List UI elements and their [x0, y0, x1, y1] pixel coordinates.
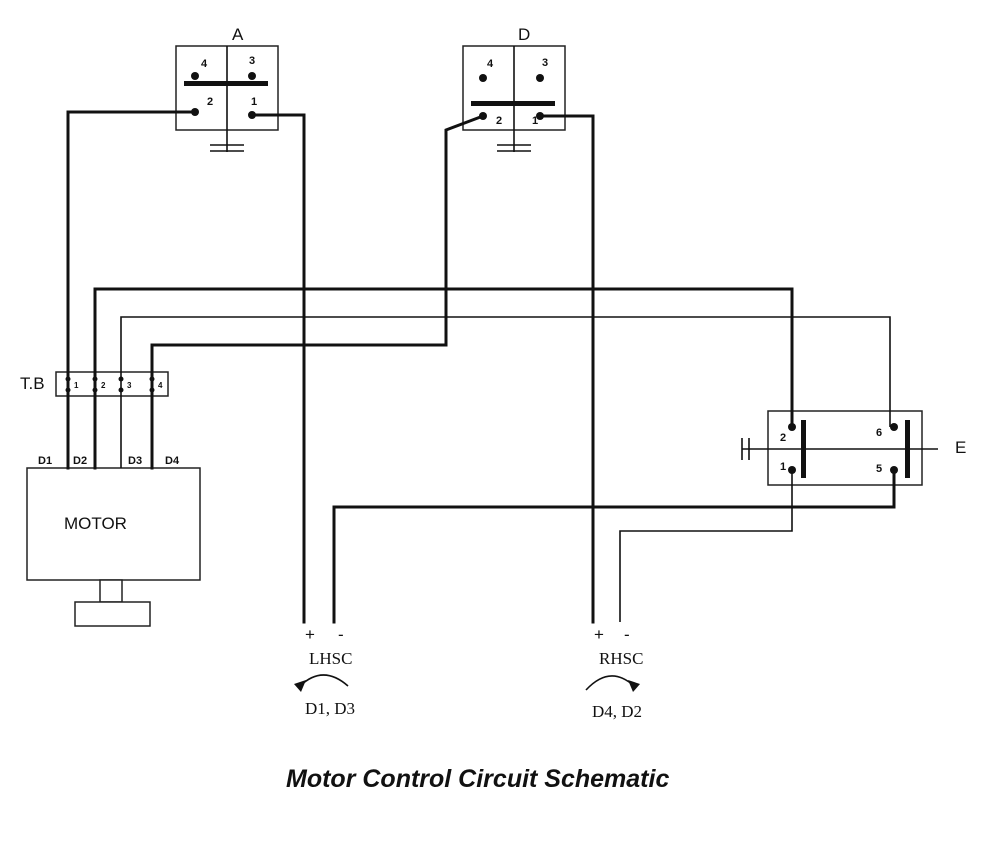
tb-terminal-3-label: 3: [127, 381, 132, 390]
switch-d-terminal-3: [536, 74, 544, 82]
switch-d-terminal-3-label: 3: [542, 57, 548, 69]
wire-e5-lhsc-minus: [332, 468, 896, 624]
wire-a1-lhsc-plus: [250, 113, 306, 624]
motor-body: [26, 467, 201, 581]
rhsc: + - RHSC D4, D2: [585, 625, 643, 721]
motor-lead-d4-label: D4: [165, 455, 180, 467]
switch-e: E 2 1 6 5: [741, 410, 966, 486]
switch-d-terminal-4: [479, 74, 487, 82]
motor-shaft: [99, 579, 123, 603]
lhsc-label: LHSC: [309, 649, 352, 668]
rhsc-label: RHSC: [599, 649, 643, 668]
rhsc-rotation-arrow-icon: [628, 680, 640, 692]
switch-e-contact-bar-right: [905, 420, 910, 478]
switch-e-terminal-2-label: 2: [780, 432, 786, 444]
motor-label: MOTOR: [64, 514, 127, 533]
tb-terminal-1-label: 1: [74, 381, 79, 390]
motor-lead-d1-label: D1: [38, 455, 52, 467]
motor-lead-d3-label: D3: [128, 455, 142, 467]
switch-a-terminal-1-label: 1: [251, 96, 257, 108]
terminal-block-body: [55, 371, 169, 397]
wire-a2-tb1-d1: [66, 110, 197, 470]
switch-a-terminal-4: [191, 72, 199, 80]
rhsc-plus-sign: +: [594, 625, 604, 644]
lhsc-rotation-arc: [299, 674, 349, 687]
lhsc-rotation-arrow-icon: [294, 680, 306, 692]
diagram-title: Motor Control Circuit Schematic: [286, 765, 669, 793]
rhsc-minus-sign: -: [624, 625, 630, 644]
switch-d-terminal-1-label: 1: [532, 115, 538, 127]
wire-tb2-e2: [93, 287, 794, 470]
lhsc-minus-sign: -: [338, 625, 344, 644]
terminal-block: T.B 1 2 3 4: [20, 371, 169, 397]
wire-e1-rhsc-minus: [619, 470, 793, 622]
switch-d-contact-bar: [471, 101, 555, 106]
switch-d-terminal-2-label: 2: [496, 115, 502, 127]
wire-tb4-d2: [150, 114, 485, 470]
motor: MOTOR D1 D2 D3 D4: [26, 455, 201, 627]
switch-a-label: A: [232, 25, 244, 44]
lhsc-pair-label: D1, D3: [305, 699, 355, 718]
switch-a-terminal-2-label: 2: [207, 96, 213, 108]
tb-terminal-4-label: 4: [158, 381, 163, 390]
switch-d-label: D: [518, 25, 530, 44]
wiring: [66, 110, 896, 624]
switch-d-terminal-4-label: 4: [487, 58, 494, 70]
switch-e-contact-bar-left: [801, 420, 806, 478]
switch-e-terminal-5-label: 5: [876, 463, 882, 475]
motor-lead-d2-label: D2: [73, 455, 87, 467]
rhsc-pair-label: D4, D2: [592, 702, 642, 721]
terminal-block-label: T.B: [20, 374, 45, 393]
lhsc-plus-sign: +: [305, 625, 315, 644]
switch-e-label: E: [955, 438, 966, 457]
switch-e-terminal-6: [890, 423, 898, 431]
switch-d: D 4 3 2 1: [462, 25, 566, 152]
rhsc-rotation-arc: [585, 675, 635, 691]
switch-a-terminal-4-label: 4: [201, 58, 208, 70]
lhsc: + - LHSC D1, D3: [294, 625, 355, 718]
wire-tb3-e6: [120, 316, 891, 468]
switch-a-contact-bar: [184, 81, 268, 86]
tb-terminal-2-label: 2: [101, 381, 106, 390]
switch-a: A 4 3 2 1: [175, 25, 279, 152]
switch-e-terminal-1-label: 1: [780, 461, 786, 473]
switch-a-terminal-3: [248, 72, 256, 80]
wire-d1-rhsc-plus: [538, 114, 595, 624]
motor-mount: [74, 601, 151, 627]
switch-e-terminal-6-label: 6: [876, 427, 882, 439]
switch-a-terminal-3-label: 3: [249, 55, 255, 67]
